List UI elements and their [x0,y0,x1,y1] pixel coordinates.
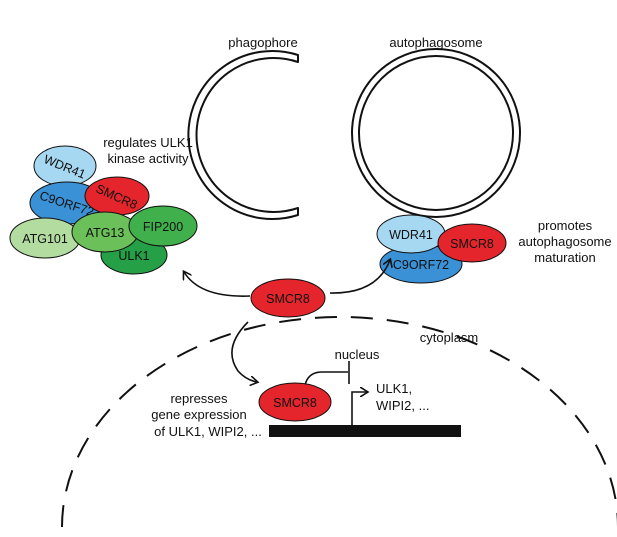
atg101-label: ATG101 [22,232,68,246]
autophagosome-outer-membrane [351,48,521,218]
smcr8-central-label: SMCR8 [266,292,310,306]
ulk1-complex: WDR41 C9ORF72 SMCR8 ATG101 ULK1 ATG13 FI… [9,145,198,275]
represses-label-line2: gene expression [151,407,246,422]
arrow-to-ulk1-complex [184,272,251,297]
ulk1-label: ULK1 [118,249,149,263]
c9orf72-right-label: C9ORF72 [393,258,449,272]
fip200-label: FIP200 [143,220,183,234]
arrow-to-autophagosome-complex [329,260,390,294]
wdr41-right-label: WDR41 [389,228,433,242]
protein-smcr8-nuclear [258,382,332,422]
regulates-label-line1: regulates ULK1 [103,135,193,150]
protein-smcr8-right [437,223,507,263]
c9orf72-complex: C9ORF72 WDR41 SMCR8 [376,214,507,284]
protein-fip200 [128,205,198,247]
regulates-label-line2: kinase activity [108,151,189,166]
promotes-label-line2: autophagosome [518,234,611,249]
nuclear-envelope [61,316,617,528]
dna-strand [269,425,461,437]
target-genes-line2: WIPI2, ... [376,398,429,413]
represses-label-line1: represses [170,391,228,406]
phagophore-label: phagophore [228,35,297,50]
nucleus-label: nucleus [335,347,380,362]
autophagosome-label: autophagosome [389,35,482,50]
protein-smcr8-central [250,278,326,318]
phagophore-membrane [187,50,299,220]
smcr8-nuclear-label: SMCR8 [273,396,317,410]
transcription-start-arrow [351,392,367,425]
represses-label-line3: of ULK1, WIPI2, ... [154,424,262,439]
target-genes-line1: ULK1, [376,381,412,396]
autophagosome-inner-membrane [358,55,514,211]
promotes-label-line1: promotes [538,218,593,233]
atg13-label: ATG13 [86,226,125,240]
cytoplasm-label: cytoplasm [420,330,479,345]
arrow-to-nucleus [231,321,257,382]
smcr8-right-label: SMCR8 [450,237,494,251]
promotes-label-line3: maturation [534,250,595,265]
